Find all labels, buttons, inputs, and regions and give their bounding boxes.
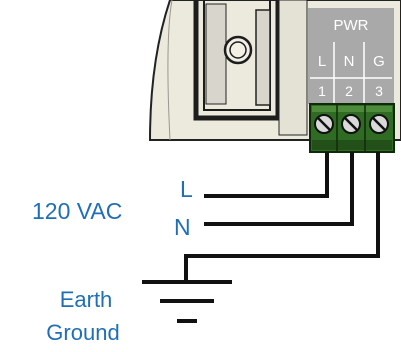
terminal-label-panel: PWR L N G 1 2 3 [308, 8, 394, 104]
terminal-letter-g: G [373, 53, 385, 70]
knob-icon [223, 35, 253, 65]
terminal-number-3: 3 [375, 83, 383, 99]
wires [184, 152, 380, 280]
terminal-header-pwr: PWR [334, 17, 369, 34]
screw-icon [314, 114, 334, 134]
earth-ground-label-line1: Earth [60, 287, 113, 312]
terminal-number-2: 2 [345, 83, 353, 99]
screw-icon [341, 114, 361, 134]
terminal-number-1: 1 [318, 83, 326, 99]
neutral-wire [204, 152, 354, 226]
terminal-letter-n: N [344, 53, 355, 70]
line-wire [204, 152, 329, 198]
ground-wire [184, 152, 380, 280]
earth-ground-label-line2: Ground [46, 320, 119, 345]
supply-voltage-label: 120 VAC [32, 198, 122, 224]
line-label: L [180, 176, 193, 202]
neutral-label: N [174, 214, 191, 240]
terminal-letter-l: L [318, 53, 326, 70]
screw-icon [369, 114, 389, 134]
terminal-connector [309, 103, 395, 153]
earth-ground-icon [142, 280, 232, 323]
